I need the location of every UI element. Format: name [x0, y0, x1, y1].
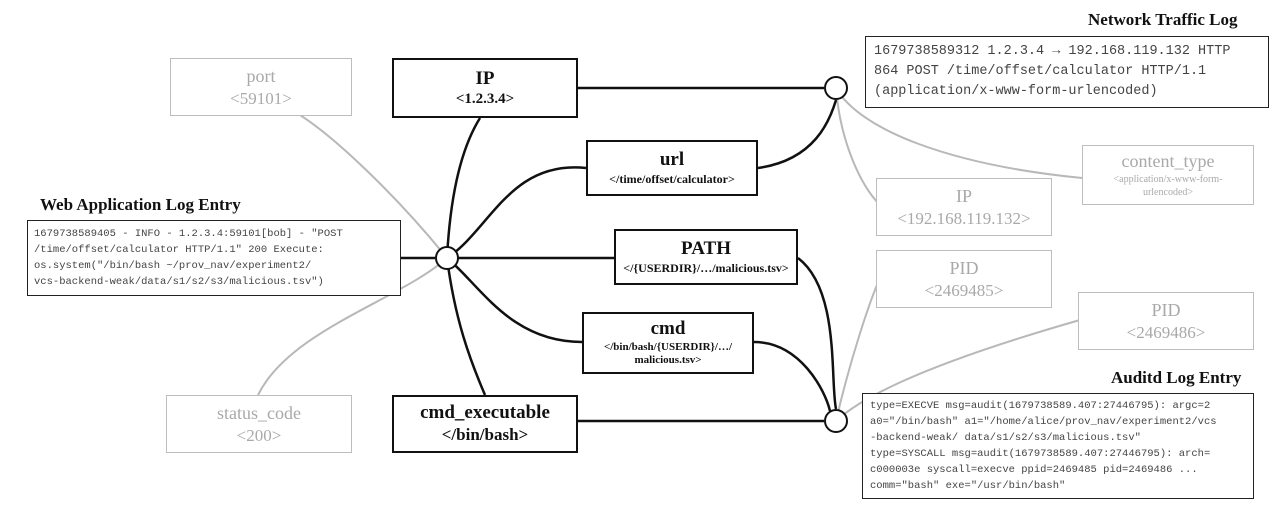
- context-ip-dst-value: <192.168.119.132>: [897, 208, 1031, 228]
- webapp-log-node: [435, 246, 459, 270]
- context-ppid-value: <2469485>: [924, 280, 1004, 300]
- entity-cmd-label: cmd: [650, 318, 686, 340]
- entity-ip-label: IP: [475, 67, 495, 89]
- edge-net-content-type: [835, 87, 1083, 179]
- context-port-label: port: [246, 66, 276, 87]
- edge-web-cmd: [446, 257, 583, 344]
- edge-web-ip: [445, 117, 482, 259]
- auditd-log-box: type=EXECVE msg=audit(1679738589.407:274…: [862, 393, 1254, 499]
- edge-web-status: [257, 257, 448, 396]
- auditd-log-heading: Auditd Log Entry: [1111, 368, 1242, 387]
- entity-cmd-value: </bin/bash/{USERDIR}/…/ malicious.tsv>: [603, 341, 733, 367]
- entity-cmd: cmd </bin/bash/{USERDIR}/…/ malicious.ts…: [582, 312, 754, 374]
- edge-url-net: [757, 99, 838, 170]
- context-pid-value: <2469486>: [1126, 322, 1206, 342]
- entity-path: PATH </{USERDIR}/…/malicious.tsv>: [614, 229, 798, 285]
- context-pid-label: PID: [1151, 300, 1181, 321]
- entity-ip: IP <1.2.3.4>: [392, 58, 578, 118]
- auditd-log-node: [824, 409, 848, 433]
- edge-net-ip-dst: [835, 87, 881, 206]
- edge-path-audit: [797, 257, 838, 410]
- entity-cmd-executable-value: </bin/bash>: [441, 425, 529, 445]
- network-log-node: [824, 76, 848, 100]
- entity-cmd-executable: cmd_executable </bin/bash>: [392, 395, 578, 453]
- webapp-log-box: 1679738589405 - INFO - 1.2.3.4:59101[bob…: [27, 220, 401, 296]
- entity-url-label: url: [659, 149, 685, 171]
- entity-url-value: </time/offset/calculator>: [609, 172, 735, 187]
- network-log-box: 1679738589312 1.2.3.4 → 192.168.119.132 …: [865, 36, 1269, 108]
- context-content-type-value: <application/x-www-form- urlencoded>: [1113, 173, 1223, 199]
- edge-web-port: [287, 107, 448, 259]
- edge-audit-pid: [835, 319, 1081, 422]
- edge-web-url: [446, 166, 587, 260]
- context-ip-dst-label: IP: [955, 186, 972, 207]
- context-port: port <59101>: [170, 58, 352, 116]
- context-content-type-label: content_type: [1121, 151, 1215, 172]
- context-pid: PID <2469486>: [1078, 292, 1254, 350]
- network-log-heading: Network Traffic Log: [1088, 10, 1238, 29]
- context-content-type: content_type <application/x-www-form- ur…: [1082, 145, 1254, 205]
- edge-web-cmdexec: [445, 257, 487, 396]
- context-status-code-value: <200>: [236, 425, 282, 445]
- context-status-code-label: status_code: [217, 403, 301, 424]
- entity-ip-value: <1.2.3.4>: [455, 91, 515, 108]
- context-ppid-label: PID: [949, 258, 979, 279]
- context-status-code: status_code <200>: [166, 395, 352, 453]
- entity-cmd-executable-label: cmd_executable: [420, 402, 550, 424]
- context-ip-dst: IP <192.168.119.132>: [876, 178, 1052, 236]
- edge-cmd-audit: [753, 340, 832, 412]
- entity-url: url </time/offset/calculator>: [586, 140, 758, 196]
- context-ppid: PID <2469485>: [876, 250, 1052, 308]
- entity-path-label: PATH: [681, 238, 731, 260]
- entity-path-value: </{USERDIR}/…/malicious.tsv>: [623, 261, 789, 276]
- webapp-log-heading: Web Application Log Entry: [40, 195, 241, 214]
- context-port-value: <59101>: [230, 88, 292, 108]
